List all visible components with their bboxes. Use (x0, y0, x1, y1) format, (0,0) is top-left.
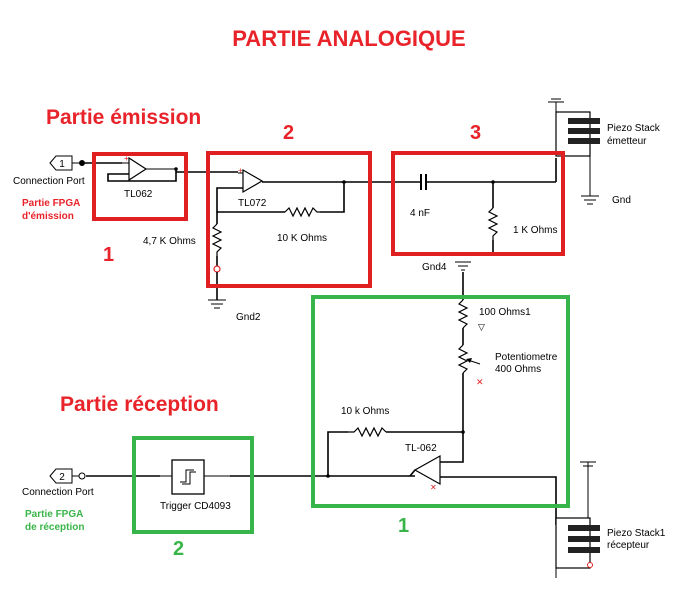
emission-block-number-3: 3 (470, 122, 481, 144)
port-label-reception: Connection Port (22, 487, 94, 498)
opamp-tl062: + (122, 154, 176, 182)
svg-text:+: + (238, 166, 243, 175)
r-10k-top-label: 10 K Ohms (277, 233, 327, 244)
emission-block-2-box (206, 151, 372, 288)
connection-port-emission: 1 (49, 155, 85, 171)
ground-icon-gnd (581, 195, 599, 205)
opamp-tl-062 (413, 454, 441, 486)
gnd2-label: Gnd2 (236, 312, 261, 323)
piezo-rx-label-2: récepteur (607, 540, 650, 551)
r-4-7k-label: 4,7 K Ohms (143, 236, 196, 247)
opamp1-label: TL062 (124, 189, 153, 200)
resistor-10k-top (284, 206, 320, 218)
gnd-label: Gnd (612, 195, 631, 206)
port-number-reception: 2 (59, 472, 65, 483)
resistor-100-ohms (457, 299, 469, 329)
section-reception-title: Partie réception (60, 393, 219, 416)
opamp2-label: TL072 (238, 198, 267, 209)
potentiometer (457, 344, 469, 374)
resistor-10k-bottom (348, 426, 387, 438)
r-100-label: 100 Ohms1 (479, 307, 531, 318)
ground-icon-gnd4 (455, 261, 471, 271)
gnd4-label: Gnd4 (422, 262, 447, 273)
trigger-label: Trigger CD4093 (160, 501, 231, 512)
reception-block-number-1: 1 (398, 515, 409, 537)
pot-label-1: Potentiometre (495, 352, 558, 363)
reception-block-number-2: 2 (173, 538, 184, 560)
svg-text:✕: ✕ (476, 378, 484, 388)
piezo-stack-receiver (555, 461, 600, 578)
pot-label-2: 400 Ohms (495, 364, 541, 375)
port-number-emission: 1 (59, 159, 65, 170)
emission-block-1-box (92, 152, 188, 221)
port-desc-reception-1: Partie FPGA (25, 509, 83, 520)
port-desc-emission-1: Partie FPGA (22, 198, 80, 209)
piezo-rx-label-1: Piezo Stack1 (607, 528, 666, 539)
svg-text:✕: ✕ (430, 483, 437, 492)
port-desc-emission-2: d'émission (22, 211, 74, 222)
capacitor-4nf (420, 174, 427, 190)
piezo-tx-label-1: Piezo Stack (607, 123, 661, 134)
trigger-cd4093 (160, 459, 230, 495)
port-label-emission: Connection Port (13, 176, 85, 187)
piezo-tx-label-2: émetteur (607, 136, 647, 147)
resistor-4-7k (211, 223, 223, 256)
emission-block-number-2: 2 (283, 122, 294, 144)
opamp3-label: TL-062 (405, 443, 437, 454)
port-desc-reception-2: de réception (25, 522, 84, 533)
cap-label: 4 nF (410, 208, 430, 219)
svg-text:▽: ▽ (478, 323, 485, 333)
r-1k-label: 1 K Ohms (513, 225, 557, 236)
piezo-stack-emitter (548, 98, 600, 196)
r-10k-bottom-label: 10 k Ohms (341, 406, 389, 417)
reception-block-1-box (311, 295, 570, 508)
resistor-1k (487, 207, 499, 240)
emission-block-3-box (391, 151, 565, 256)
reception-block-2-box (132, 436, 254, 534)
connection-port-reception: 2 (49, 468, 86, 484)
section-emission-title: Partie émission (46, 106, 201, 129)
opamp-tl072: + (238, 166, 264, 194)
page-title: PARTIE ANALOGIQUE (232, 26, 465, 51)
emission-block-number-1: 1 (103, 244, 114, 266)
ground-icon-gnd2 (208, 299, 226, 309)
svg-text:+: + (124, 154, 129, 163)
